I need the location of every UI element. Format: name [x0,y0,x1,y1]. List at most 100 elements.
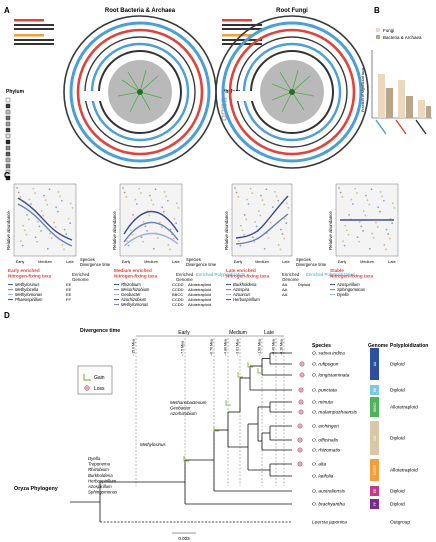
gain-taxon-base: Azospirillum [87,484,112,489]
trend-point [142,221,145,223]
taxon-genome: AA [282,292,288,297]
trend-point [347,233,350,236]
genome-label: CCDD [373,465,377,475]
x-tick-label: Late [66,260,73,264]
trend-point [368,203,371,206]
trend-point [129,229,132,232]
trend-point [243,213,246,216]
trend-point [148,194,151,197]
trend-point [377,206,380,209]
trend-point [25,233,28,236]
ploidy-label: Allotetraploid [390,468,418,474]
taxon-polyploidization: Allotetraploid [188,287,211,292]
taxon-genome: AA [282,287,288,292]
trend-point [259,214,262,217]
trend-point [260,194,262,197]
ploidy-label: Diploid [390,362,405,368]
scale-bar-label: 0.003 [178,536,190,541]
mya-reference-lines: ~15.0 Mya~7.5 Mya~6.76 Mya~4.80 Mya~3.61… [132,338,285,486]
trend-point [381,195,384,198]
trend-point [383,244,386,246]
trend-point [69,222,72,225]
trend-point [344,224,347,227]
trend-point [144,225,147,228]
trend-point [393,206,396,209]
phylum-swatch [5,109,11,115]
species-name: O. australiensis [312,489,346,495]
gain-annotations: DyellaTreponemaRhizobiumBurkholderiaHerb… [87,400,207,495]
species-name: O. rhizomatis [312,448,341,454]
panel-c-header: Enriched [176,272,194,277]
trend-point [44,199,47,202]
panel-b-bar-chart [371,50,432,135]
gain-taxon-base: Rhizobium [88,467,109,472]
trend-point [263,247,266,250]
trend-point [362,229,364,232]
gain-legend-icon [83,374,91,381]
period-late: Late [264,330,274,336]
trend-point [134,198,137,201]
trend-point [234,187,236,189]
trend-point [55,206,58,209]
trend-point [364,194,367,197]
trend-point [42,214,45,217]
taxon-genome: FF [66,297,71,302]
trend-point [154,188,157,191]
legend-fungi-swatch [376,28,380,32]
ploidy-label: Outgroup [390,520,410,526]
trend-point [30,203,32,205]
trend-point [254,221,256,223]
x-tick-label: Early [338,260,347,264]
trend-point [169,248,171,251]
taxon-polyploidization: Allotetraploid [188,282,211,287]
gain-marker [183,456,189,462]
taxon-name: Rhizobium [121,282,141,287]
panel-b-letter: B [374,6,380,15]
trend-point [175,222,178,225]
trend-point [348,213,350,216]
species-header: Species [312,343,331,349]
loss-marker [297,447,303,453]
species-name: O. minuta [312,400,333,406]
trend-point [38,225,41,228]
trend-point [67,217,70,220]
trend-point [49,232,51,235]
trend-curve [235,195,289,239]
trend-point [339,191,342,194]
taxon-genome: BBCC [172,292,183,297]
trend-point [156,237,159,239]
x-tick-label: Late [388,260,395,264]
taxon-genome: EE [66,292,72,297]
trend-point [378,210,381,213]
trend-point [245,198,248,201]
gain-taxon-base: Burkholderia [88,473,113,478]
divergence-col-label: Divergence time [296,262,327,267]
loss-legend-icon [84,385,90,391]
group-title: Nitrogen-fixing taxa [8,274,52,279]
loss-marker [299,372,305,378]
genome-bar [370,459,379,481]
trend-point [60,199,63,202]
x-tick-label: Early [234,260,243,264]
trend-point [249,187,252,190]
phylum-swatch [5,127,11,133]
trend-point [136,203,138,205]
panel-c-header: Enriched [72,272,90,277]
trend-point [175,202,178,205]
trend-point [360,225,363,228]
x-tick-label: Early [122,260,131,264]
taxon-genome: CCDD [172,302,184,307]
panel-c-header: Enriched Polyploidization [306,272,356,277]
trend-point [343,244,346,247]
y-axis-label: Relative abundance [328,211,333,250]
species-name: O. eichingeri [312,424,340,430]
group-title: Early enriched [8,268,40,273]
taxon-name: Azoarcus [232,292,251,297]
legend-gain: Gain [94,375,105,381]
trend-point [368,247,371,250]
oryza-phylogeny-label: Oryza Phylogeny [14,486,58,492]
species-name: Leersia japonica [312,520,347,526]
trend-point [362,210,365,212]
